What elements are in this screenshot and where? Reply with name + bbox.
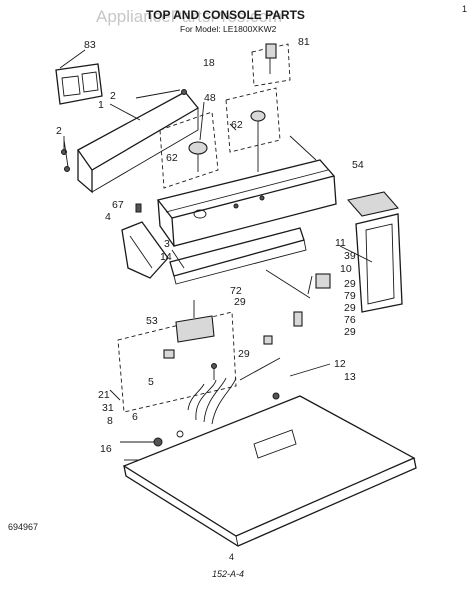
footer-ref: 152-A-4 [212, 569, 244, 579]
corner-mark: 1 [462, 4, 467, 14]
callout-16: 16 [100, 443, 112, 455]
page-title: TOP AND CONSOLE PARTS [146, 8, 305, 22]
callout-48: 48 [204, 92, 216, 104]
callout-76: 76 [344, 314, 356, 326]
callout-4: 4 [105, 211, 111, 223]
callout-72: 72 [230, 285, 242, 297]
callout-29-e: 29 [238, 348, 250, 360]
callout-62-right: 62 [231, 119, 243, 131]
callout-39: 39 [344, 250, 356, 262]
callout-11: 11 [335, 237, 346, 249]
callout-53: 53 [146, 315, 158, 327]
part-11-side-panel [346, 191, 403, 313]
callout-62-left: 62 [166, 152, 178, 164]
callout-54: 54 [352, 159, 364, 171]
callout-10: 10 [340, 263, 352, 275]
page-number: 4 [229, 552, 234, 562]
callout-67: 67 [112, 199, 124, 211]
leader-lines [59, 49, 373, 461]
callout-13: 13 [344, 371, 356, 383]
callout-83: 83 [84, 39, 96, 51]
switch-parts [263, 269, 331, 345]
part-83-panel [55, 63, 103, 105]
screws-2 [61, 89, 181, 172]
callout-12: 12 [334, 358, 346, 370]
callout-21: 21 [98, 389, 110, 401]
part-81-knob [251, 43, 291, 87]
part-48-bracket [159, 101, 219, 189]
callout-1: 1 [98, 99, 104, 111]
callout-2-upper: 2 [110, 90, 116, 102]
part-53-control-rail [169, 227, 307, 285]
footer-code: 694967 [8, 522, 38, 532]
part-16-top-panel [122, 392, 417, 547]
callout-79: 79 [344, 290, 356, 302]
callout-31: 31 [102, 402, 114, 414]
part-31-wire-harness [187, 377, 237, 425]
callout-5: 5 [148, 376, 154, 388]
callout-6: 6 [132, 411, 138, 423]
part-54-console-housing [156, 159, 337, 247]
callout-29-a: 29 [234, 296, 246, 308]
part-21-timer-assembly [117, 300, 237, 413]
callout-29-b: 29 [344, 278, 356, 290]
callout-labels: 83 1 2 2 48 18 81 62 62 54 67 4 3 14 53 … [56, 36, 364, 455]
part-67-clip [135, 203, 142, 213]
part-18-bracket [225, 87, 281, 172]
callout-81: 81 [298, 36, 310, 48]
callout-29-c: 29 [344, 302, 356, 314]
watermark: AppliancePartsPros.com [96, 7, 282, 26]
callout-18: 18 [203, 57, 215, 69]
callout-8: 8 [107, 415, 113, 427]
part-1-console-back [77, 89, 199, 194]
callout-29-d: 29 [344, 326, 356, 338]
callout-14: 14 [160, 251, 172, 263]
part-4-end-cap [121, 221, 169, 279]
callout-2-left: 2 [56, 125, 62, 137]
model-subtitle: For Model: LE1800XKW2 [180, 24, 277, 34]
callout-3: 3 [164, 238, 170, 250]
